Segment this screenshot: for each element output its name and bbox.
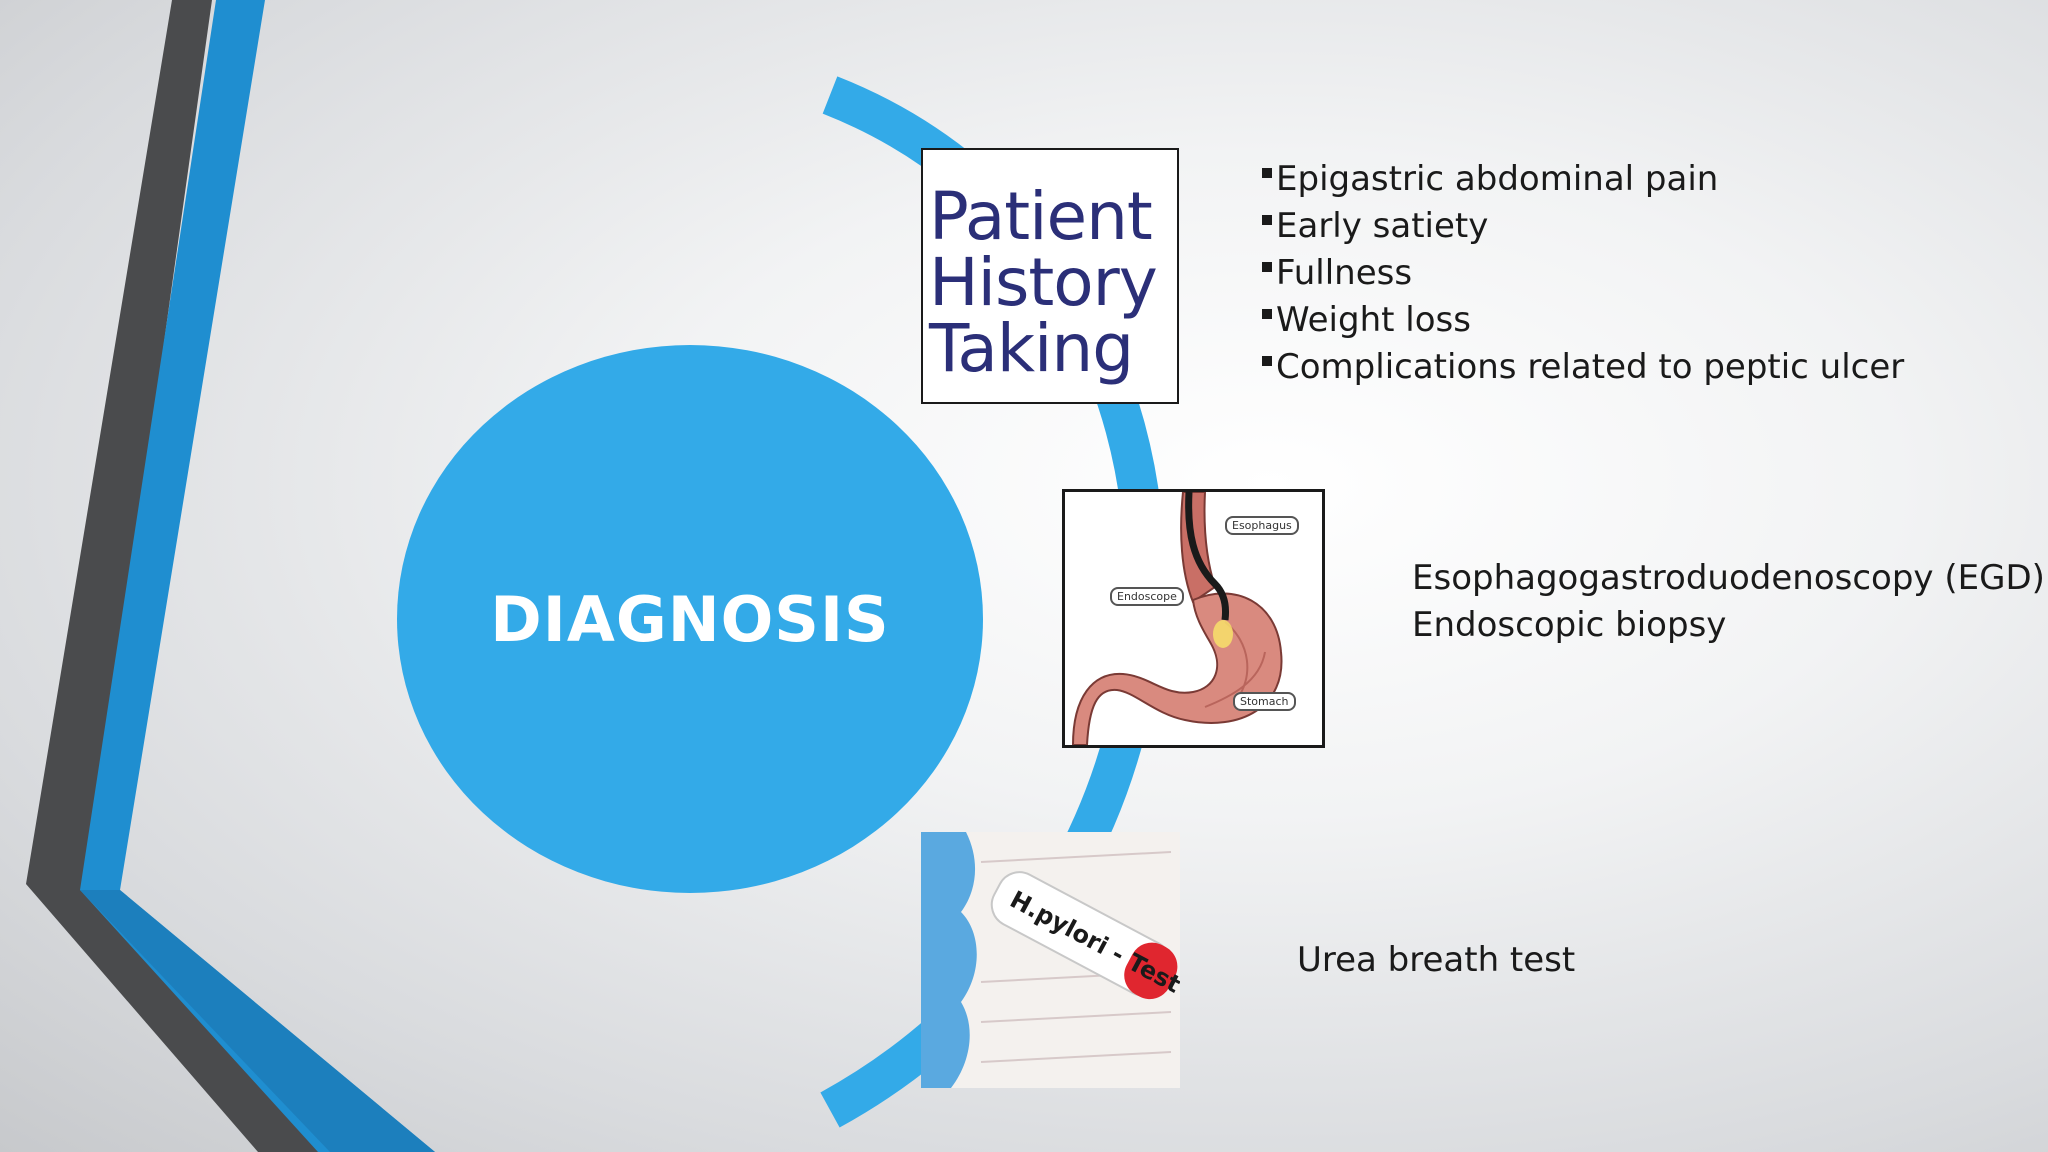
egd-line: Esophagogastroduodenoscopy (EGD)	[1412, 558, 2045, 598]
list-item: Epigastric abdominal pain	[1262, 156, 1904, 203]
label-stomach: Stomach	[1233, 692, 1296, 711]
history-image-line-3: Taking	[929, 310, 1134, 387]
test-tube	[990, 871, 1178, 1000]
slide-title: DIAGNOSIS	[490, 582, 890, 656]
label-esophagus: Esophagus	[1225, 516, 1299, 535]
stomach-illustration	[1071, 492, 1283, 745]
label-endoscope: Endoscope	[1110, 587, 1184, 606]
list-item: Weight loss	[1262, 297, 1904, 344]
blue-glove	[921, 832, 977, 1088]
urea-breath-test-text: Urea breath test	[1297, 940, 1576, 980]
blue-stripe	[80, 0, 435, 1152]
history-image-line-2: History	[929, 244, 1158, 321]
list-item: Complications related to peptic ulcer	[1262, 344, 1904, 391]
patient-history-image: Patient History Taking	[921, 148, 1179, 404]
list-item: Fullness	[1262, 250, 1904, 297]
dark-stripe	[26, 0, 326, 1152]
blue-stripe-lower	[80, 890, 435, 1152]
endoscopy-image: Esophagus Endoscope Stomach	[1062, 489, 1325, 748]
endoscope-light	[1213, 620, 1233, 648]
biopsy-line: Endoscopic biopsy	[1412, 605, 1727, 645]
hpylori-test-image: H.pylori - Test	[921, 832, 1180, 1088]
list-item: Early satiety	[1262, 203, 1904, 250]
endoscopy-text: Esophagogastroduodenoscopy (EGD) Endosco…	[1412, 555, 2045, 649]
test-tube-illustration	[921, 832, 1180, 1088]
endoscope-tube	[1185, 492, 1229, 621]
diagnosis-circle: DIAGNOSIS	[397, 345, 983, 893]
history-bullets: Epigastric abdominal pain Early satiety …	[1262, 156, 1904, 391]
history-image-line-1: Patient	[929, 178, 1153, 255]
stomach-shape	[1071, 592, 1283, 745]
